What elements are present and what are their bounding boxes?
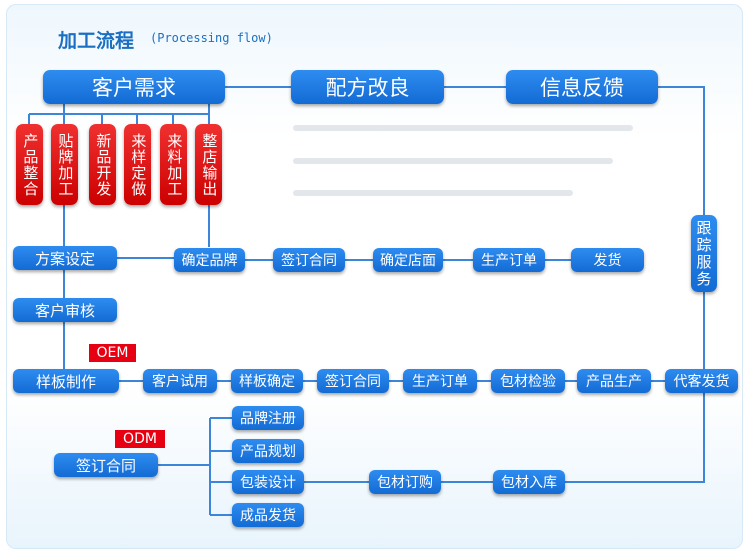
option-new-product: 新品开发 bbox=[89, 124, 116, 205]
connector-line bbox=[658, 86, 705, 215]
node-finished-shipping: 成品发货 bbox=[232, 503, 304, 527]
node-packaging-design: 包装设计 bbox=[232, 470, 304, 494]
node-packaging-inspection: 包材检验 bbox=[491, 369, 565, 393]
option-product-integration: 产品整合 bbox=[16, 124, 43, 205]
node-oem-production-order: 生产订单 bbox=[403, 369, 477, 393]
option-material-processing: 来料加工 bbox=[160, 124, 187, 205]
node-oem-sign-contract: 签订合同 bbox=[317, 369, 389, 393]
connector-line bbox=[210, 417, 232, 516]
node-product-planning: 产品规划 bbox=[232, 439, 304, 463]
node-dropship: 代客发货 bbox=[665, 369, 738, 393]
node-brand-registration: 品牌注册 bbox=[232, 406, 304, 430]
node-ship: 发货 bbox=[571, 248, 644, 272]
node-customer-trial: 客户试用 bbox=[143, 369, 217, 393]
option-store-output: 整店输出 bbox=[195, 124, 222, 205]
node-confirm-brand: 确定品牌 bbox=[174, 248, 245, 272]
option-sample-custom: 来样定做 bbox=[124, 124, 151, 205]
node-sign-contract: 签订合同 bbox=[273, 248, 345, 272]
node-feedback: 信息反馈 bbox=[506, 70, 658, 104]
node-product-production: 产品生产 bbox=[577, 369, 651, 393]
connector-line bbox=[29, 103, 210, 115]
node-plan-setup: 方案设定 bbox=[13, 246, 117, 270]
node-formula-improvement: 配方改良 bbox=[291, 70, 444, 104]
diagram-title: 加工流程 bbox=[58, 30, 135, 52]
node-customer-review: 客户审核 bbox=[13, 298, 117, 322]
decorative-bar bbox=[293, 190, 573, 196]
node-sample-making: 样板制作 bbox=[13, 369, 119, 393]
node-odm-sign-contract: 签订合同 bbox=[54, 453, 158, 477]
node-tracking-service: 跟踪服务 bbox=[691, 215, 717, 292]
decorative-bar bbox=[293, 158, 613, 164]
node-packaging-purchase: 包材订购 bbox=[369, 470, 441, 494]
connector-line bbox=[304, 393, 705, 483]
diagram-subtitle: (Processing flow) bbox=[150, 31, 273, 45]
oem-tag: OEM bbox=[89, 344, 136, 362]
connector-line bbox=[28, 114, 210, 124]
node-production-order: 生产订单 bbox=[473, 248, 545, 272]
node-customer-demand: 客户需求 bbox=[43, 70, 225, 104]
decorative-bar bbox=[293, 125, 633, 131]
node-confirm-store: 确定店面 bbox=[373, 248, 443, 272]
node-packaging-storage: 包材入库 bbox=[493, 470, 565, 494]
node-sample-confirm: 样板确定 bbox=[231, 369, 303, 393]
odm-tag: ODM bbox=[115, 430, 165, 448]
option-oem-processing: 贴牌加工 bbox=[51, 124, 78, 205]
